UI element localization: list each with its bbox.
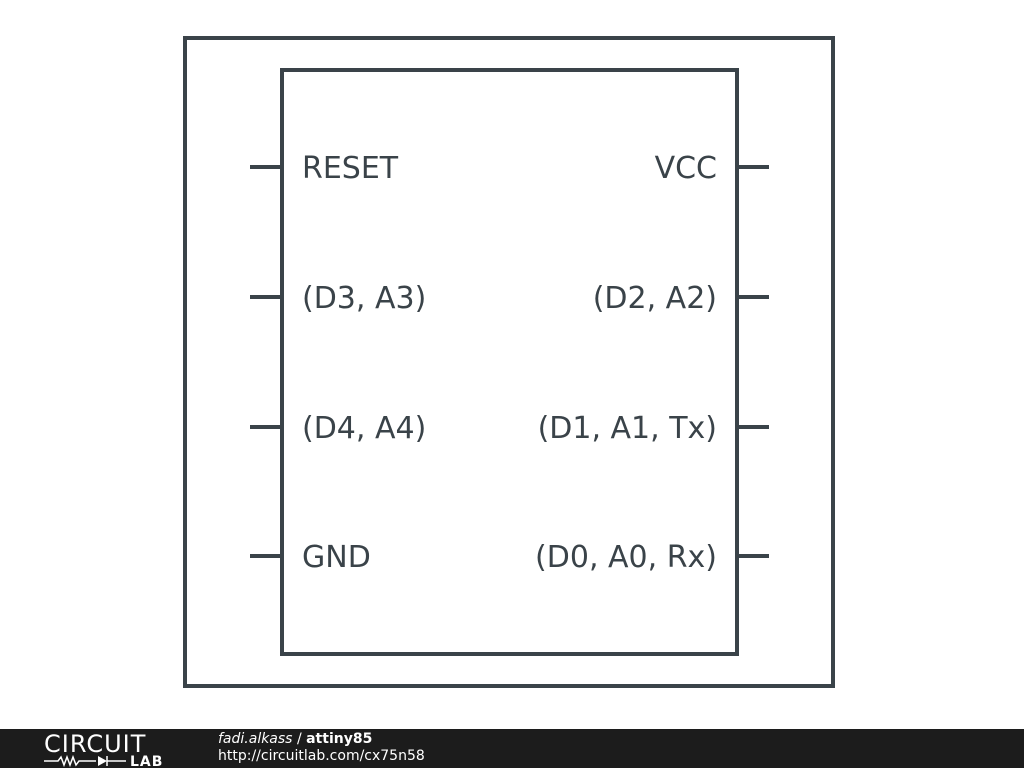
pin-label-d2-a2: (D2, A2) (593, 281, 717, 316)
logo-text-circuit: CIRCUIT (44, 731, 146, 758)
title-separator: / (296, 731, 302, 747)
logo-text-lab: LAB (130, 754, 163, 767)
circuit-title[interactable]: attiny85 (306, 731, 373, 747)
pin-label-d4-a4: (D4, A4) (302, 411, 426, 446)
pin-label-d3-a3: (D3, A3) (302, 281, 426, 316)
resistor-icon (44, 754, 96, 767)
outer-frame (183, 36, 835, 688)
pin-label-vcc: VCC (655, 151, 717, 186)
diode-icon (98, 756, 107, 766)
circuit-url[interactable]: http://circuitlab.com/cx75n58 (218, 748, 425, 764)
author-link[interactable]: fadi.alkass (218, 731, 293, 747)
footer-info: fadi.alkass / attiny85 http://circuitlab… (218, 731, 425, 765)
footer-bar: CIRCUIT LAB fadi.alkass / attiny85 http:… (0, 729, 1024, 768)
pin-label-d0-a0-rx: (D0, A0, Rx) (535, 540, 717, 575)
chip-body (280, 68, 739, 656)
pin-label-d1-a1-tx: (D1, A1, Tx) (538, 411, 717, 446)
circuitlab-logo[interactable]: CIRCUIT LAB (44, 731, 176, 767)
schematic-diagram: RESET (D3, A3) (D4, A4) GND VCC (D2, A2)… (183, 36, 835, 688)
pin-label-gnd: GND (302, 540, 371, 575)
pin-label-reset: RESET (302, 151, 399, 186)
footer-title-line: fadi.alkass / attiny85 (218, 731, 425, 748)
